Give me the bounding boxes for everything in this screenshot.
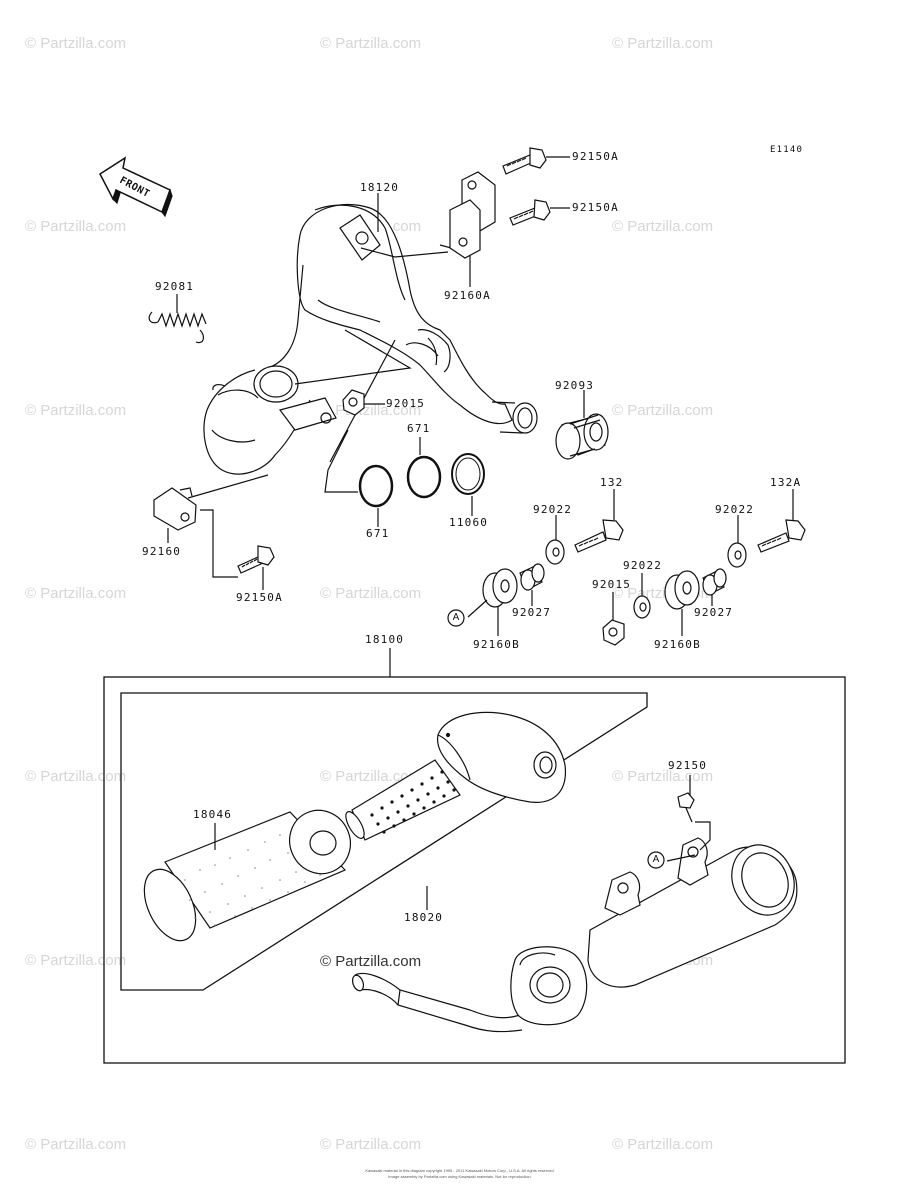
ref-marker-a-label: A [452, 612, 460, 623]
watermark: © Partzilla.com [612, 1136, 714, 1153]
watermark: © Partzilla.com [25, 952, 127, 969]
spring-92081 [148, 311, 207, 344]
part-label-132: 132 [600, 476, 624, 489]
watermark: © Partzilla.com [612, 402, 714, 419]
part-label-671: 671 [366, 527, 390, 540]
grommet-92093 [555, 413, 609, 460]
watermark: © Partzilla.com [320, 585, 422, 602]
part-label-11060: 11060 [449, 516, 489, 529]
footer-line-1: Kawasaki material in this diagram copyri… [365, 1168, 555, 1173]
packing-18046 [143, 809, 351, 942]
watermark: © Partzilla.com [25, 218, 127, 235]
part-label-92027: 92027 [512, 606, 552, 619]
part-label-18120: 18120 [360, 181, 400, 194]
part-label-671: 671 [407, 422, 431, 435]
watermark: © Partzilla.com [25, 35, 127, 52]
watermark: © Partzilla.com [320, 768, 422, 785]
part-label-18046: 18046 [193, 808, 233, 821]
watermark: © Partzilla.com [320, 1136, 422, 1153]
ref-marker-a [447, 609, 465, 627]
watermark: © Partzilla.com [25, 1136, 127, 1153]
perforated-pipe-18020 [345, 759, 461, 841]
silencer-subassembly-outline [120, 692, 648, 991]
part-label-92150: 92150 [668, 759, 708, 772]
watermark: © Partzilla.com [320, 35, 422, 52]
muffler-body [587, 837, 798, 988]
collar-92027 [702, 568, 727, 596]
bracket-92160 [153, 487, 197, 531]
ref-marker-a-label: A [652, 854, 660, 865]
part-label-92022: 92022 [623, 559, 663, 572]
part-label-92150A: 92150A [572, 150, 619, 163]
washer-92022 [633, 595, 651, 619]
gasket-11060 [451, 453, 485, 495]
part-label-92150A: 92150A [236, 591, 283, 604]
grommet-92160B [482, 568, 518, 608]
part-label-92160: 92160 [142, 545, 182, 558]
watermark: © Partzilla.com [612, 35, 714, 52]
nut-92015 [342, 389, 365, 416]
nut-92015 [602, 619, 625, 646]
watermark: © Partzilla.com [25, 768, 127, 785]
watermark: © Partzilla.com [612, 218, 714, 235]
bolt-92150A [237, 545, 275, 574]
part-label-92160B: 92160B [654, 638, 701, 651]
muffler-assembly-box [103, 676, 846, 1064]
part-label-18020: 18020 [404, 911, 444, 924]
copyright-text: © Partzilla.com [320, 953, 422, 970]
watermark: © Partzilla.com [25, 402, 127, 419]
ref-marker-a [647, 851, 665, 869]
watermark: © Partzilla.com [25, 585, 127, 602]
front-arrow-icon [99, 156, 173, 218]
part-label-92015: 92015 [592, 578, 632, 591]
expansion-chamber-18120 [203, 203, 538, 475]
part-label-92022: 92022 [715, 503, 755, 516]
part-label-132A: 132A [770, 476, 802, 489]
part-label-92093: 92093 [555, 379, 595, 392]
grommet-92160B [664, 570, 700, 610]
washer-92022 [545, 539, 565, 565]
collar-92027 [519, 563, 545, 591]
bolt-92150A [509, 199, 551, 226]
diagram-code: E1140 [770, 145, 804, 155]
part-label-92081: 92081 [155, 280, 195, 293]
part-label-18100: 18100 [365, 633, 405, 646]
gasket-671 [358, 464, 394, 508]
part-label-92022: 92022 [533, 503, 573, 516]
part-label-92015: 92015 [386, 397, 426, 410]
bolt-92150A [502, 147, 547, 175]
part-label-92160B: 92160B [473, 638, 520, 651]
washer-92022 [727, 542, 747, 568]
part-label-92160A: 92160A [444, 289, 491, 302]
bolt-132 [574, 519, 624, 553]
end-cap [437, 711, 567, 803]
watermark: © Partzilla.com [612, 768, 714, 785]
gasket-671 [406, 455, 442, 499]
bracket-92160A [449, 171, 496, 259]
footer-line-2: Image assembly by Partzilla.com using Ka… [388, 1174, 532, 1179]
bolt-92150 [677, 792, 695, 823]
part-label-92027: 92027 [694, 606, 734, 619]
tail-pipe [351, 946, 588, 1033]
part-label-92150A: 92150A [572, 201, 619, 214]
bolt-132A [757, 519, 806, 553]
